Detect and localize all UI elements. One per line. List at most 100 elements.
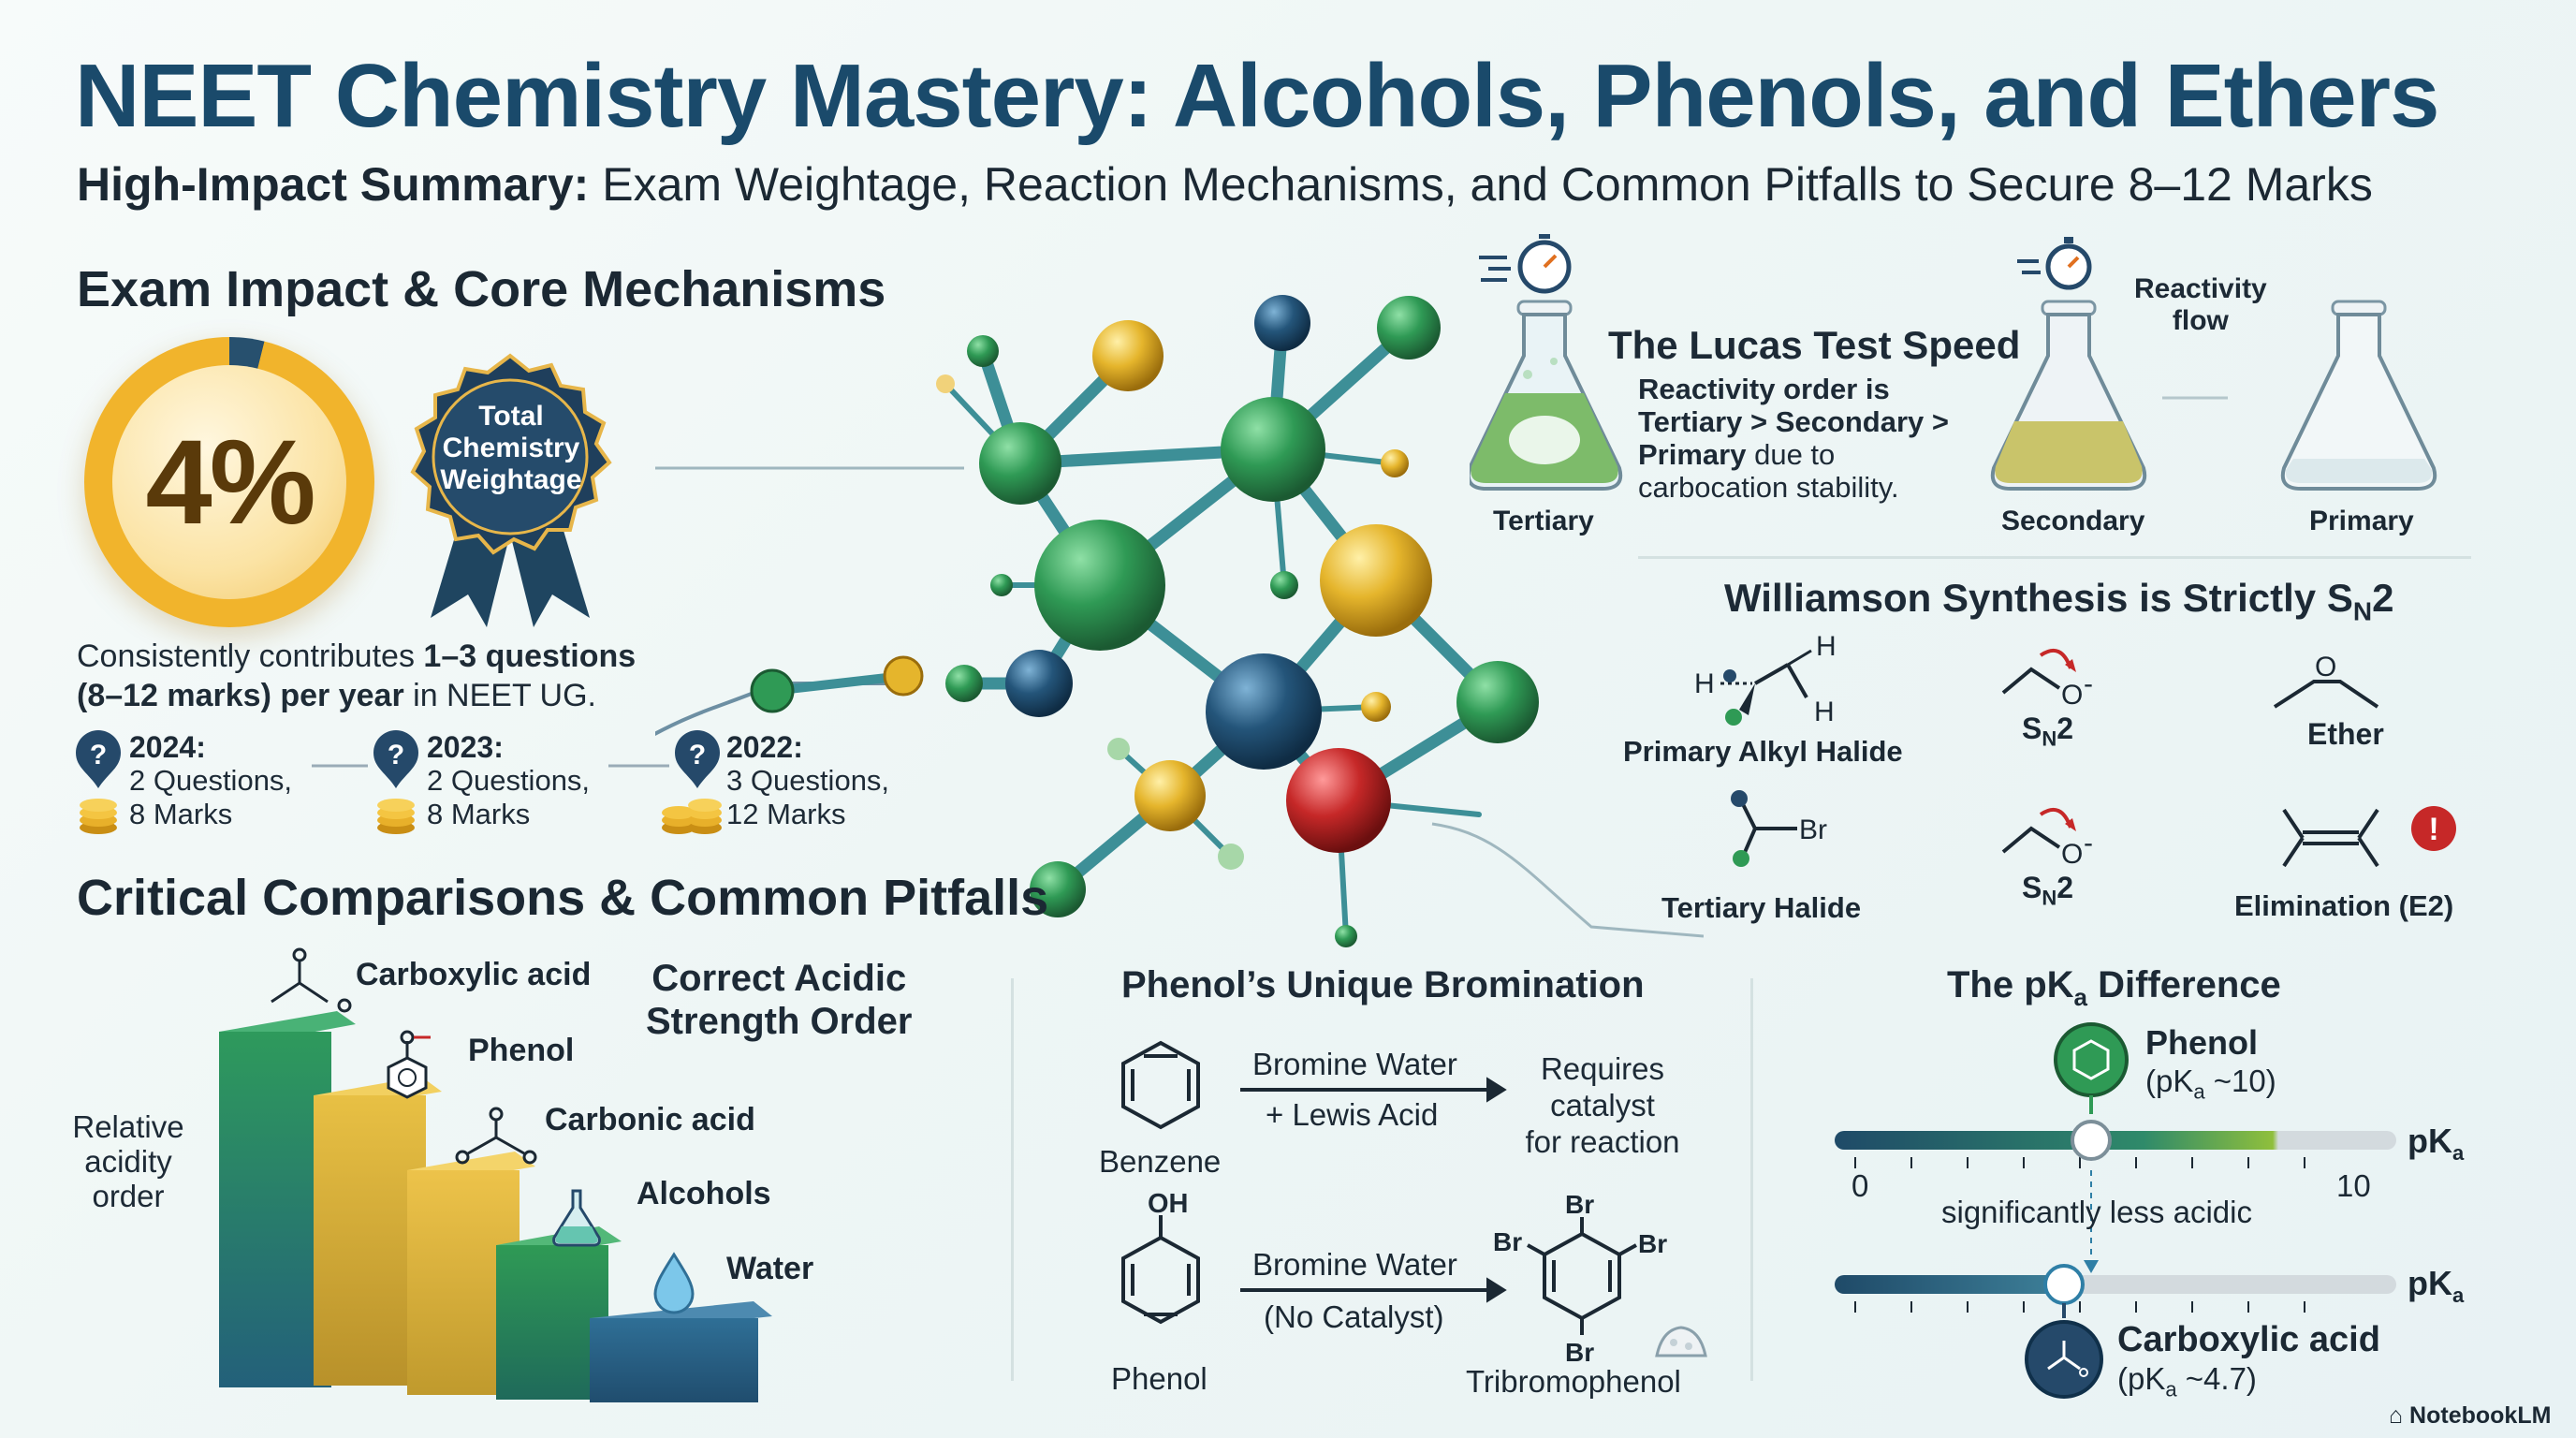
acidity-axis-label: Relative acidity order [72,1109,184,1213]
elimination-label: Elimination (E2) [2234,889,2454,922]
comparisons-heading: Critical Comparisons & Common Pitfalls [77,870,1049,926]
arrow2-top-label: Bromine Water [1252,1247,1457,1282]
lucas-description: Reactivity order is Tertiary > Secondary… [1638,373,1949,504]
page-subtitle: High-Impact Summary: Exam Weightage, Rea… [77,157,2373,212]
carbonate-icon [455,1107,537,1165]
svg-text:H: H [1816,631,1837,662]
pka-scales [1835,1022,2396,1399]
svg-text:H: H [1814,697,1835,727]
molecule-chain [750,655,924,713]
phenol-label: Phenol [1111,1361,1208,1396]
pka-scale-label-2: pKa [2408,1264,2465,1308]
lucas-line-1: Reactivity order is [1638,373,1890,405]
williamson-structures: H H H O - O [1694,631,2456,870]
phenol-ring-icon [1121,1215,1200,1325]
flask-primary-icon [2280,300,2437,491]
arrow1-bottom-label: + Lewis Acid [1266,1097,1439,1132]
pka-note: significantly less acidic [1941,1195,2252,1229]
lucas-line-4: carbocation stability. [1638,471,1899,504]
year-icons: ? ? [76,730,669,834]
svg-text:-: - [2084,828,2093,858]
flask-label-primary: Primary [2309,506,2414,536]
coin-stack-icon [377,799,415,834]
molecule-illustration [655,295,1704,947]
badge-line-2: Chemistry [442,433,580,463]
badge-line-3: Weightage [440,464,582,495]
question-icon: ? [373,730,418,788]
contrib-pre: Consistently contributes [77,638,424,674]
acidic-order-title: Correct Acidic Strength Order [646,958,913,1042]
flask-icon [552,1189,601,1247]
year-2022: 2022: 3 Questions, 12 Marks [726,730,890,830]
year-2024: 2024: 2 Questions, 8 Marks [129,730,293,830]
catalyst-note: Requires catalyst for reaction [1525,1051,1680,1159]
pka-tick-10: 10 [2336,1168,2371,1203]
step-water: Water [726,1251,814,1286]
ether-label: Ether [2307,717,2384,751]
svg-text:?: ? [689,740,706,770]
phenol-pka-marker [2071,1120,2112,1161]
svg-text:-: - [2084,668,2093,699]
lucas-line-2: Tertiary > Secondary > [1638,405,1949,438]
phenol-pka-bar [1835,1131,2396,1150]
benzene-ring-icon [1121,1040,1200,1130]
weightage-ring: 4% [84,337,374,627]
williamson-title: Williamson Synthesis is Strictly SN2 [1724,576,2394,626]
contrib-bold-2: (8–12 marks) per year [77,678,404,713]
water-drop-icon [653,1252,695,1314]
contrib-post: in NEET UG. [403,678,596,713]
brand-logo: ⌂ NotebookLM [2389,1402,2552,1429]
stopwatch-icon [1479,234,1572,294]
question-icon: ? [76,730,121,788]
flask-label-tertiary: Tertiary [1493,506,1594,536]
badge-text: Total Chemistry Weightage [421,401,601,496]
pka-phenol-value: (pKa ~10) [2145,1064,2276,1104]
svg-text:?: ? [90,740,107,770]
coin-stack-icon [80,799,117,834]
sn2-nucleophile-1: O - [2001,648,2093,711]
svg-text:?: ? [388,740,404,770]
coin-stack-icon [662,799,722,834]
tribromophenol-label: Tribromophenol [1466,1364,1681,1399]
benzene-label: Benzene [1099,1144,1222,1179]
step-phenol: Phenol [468,1033,575,1068]
primary-halide-structure: H H H [1694,631,1837,727]
subtitle-text: Exam Weightage, Reaction Mechanisms, and… [602,158,2373,211]
svg-text:O: O [2315,652,2336,682]
lucas-flasks [1470,234,2437,491]
tertiary-halide-structure: Br [1731,790,1827,867]
alkene-structure [2282,808,2379,868]
phenol-ring-icon [387,1030,431,1099]
oh-label: OH [1148,1189,1189,1219]
weightage-badge-icon [410,353,612,627]
sn2-nucleophile-2: O - [2001,807,2093,870]
acid-pka-bar [1835,1275,2396,1294]
svg-text:Br: Br [1565,1338,1594,1367]
lucas-line-3-bold: Primary [1638,438,1747,471]
tribromophenol-ring-icon [1527,1217,1637,1335]
pka-phenol-name: Phenol [2145,1023,2259,1062]
year-2023: 2023: 2 Questions, 8 Marks [427,730,591,830]
step-carbonic-acid: Carbonic acid [545,1102,755,1137]
arrow1-top-label: Bromine Water [1252,1047,1457,1081]
precipitate-icon [1655,1326,1707,1357]
acidity-staircase [219,947,772,1402]
phenol-badge-icon [2054,1022,2129,1114]
bromination-diagram: Br Br Br Br [1121,1040,1707,1367]
acid-pka-marker [2043,1264,2085,1305]
bromination-title: Phenol’s Unique Bromination [1121,964,1645,1005]
carboxylic-badge-icon [2025,1320,2103,1399]
question-icon: ? [675,730,720,788]
tertiary-halide-label: Tertiary Halide [1661,891,1862,924]
notebook-icon: ⌂ [2389,1402,2410,1429]
divider [1638,556,2471,559]
svg-text:O: O [2061,680,2083,711]
svg-text:Br: Br [1565,1190,1594,1219]
contribution-text: Consistently contributes 1–3 questions (… [77,637,676,715]
primary-halide-label: Primary Alkyl Halide [1623,735,1903,768]
pka-acid-name: Carboxylic acid [2117,1320,2380,1359]
sn2-label-2: SN2 [2022,871,2074,910]
pka-title: The pKa Difference [1947,964,2281,1011]
year-icons-2022: ? [662,730,722,834]
step-alcohols: Alcohols [637,1176,771,1211]
